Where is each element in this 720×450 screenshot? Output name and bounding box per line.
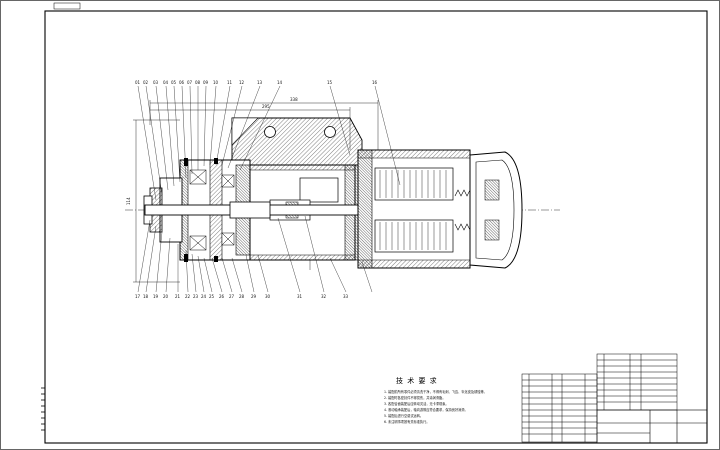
callout-label: 15 — [327, 80, 333, 85]
callout-label: 21 — [175, 294, 181, 299]
callout-label: 07 — [187, 80, 193, 85]
callout-label: 23 — [193, 294, 199, 299]
dim-body-length: 295 — [262, 104, 270, 109]
callout-label: 14 — [277, 80, 283, 85]
leader-lines-top — [137, 85, 401, 201]
leader-lines-bottom — [137, 215, 373, 293]
callout-label: 13 — [257, 80, 263, 85]
technical-note-4: 4. 滚动轴承装配后，轴向游隙应符合要求，保持良好润滑。 — [384, 408, 468, 412]
callout-label: 11 — [227, 80, 233, 85]
callout-label: 32 — [321, 294, 327, 299]
sheet-tab — [53, 2, 81, 10]
mount-housing — [231, 117, 363, 166]
parts-list-lower — [521, 373, 598, 443]
callout-label: 26 — [219, 294, 225, 299]
dim-left-height: 114 — [126, 197, 131, 205]
technical-note-3: 3. 各配合面装配后应转动灵活，无卡滞现象。 — [384, 402, 449, 406]
sheet-inner-frame — [44, 10, 708, 444]
callout-label: 12 — [239, 80, 245, 85]
callout-label: 20 — [163, 294, 169, 299]
callout-label: 33 — [343, 294, 349, 299]
dim-overall-length: 338 — [290, 97, 298, 102]
callout-label: 03 — [153, 80, 159, 85]
callout-label: 17 — [135, 294, 141, 299]
title-block — [596, 409, 708, 444]
callout-label: 27 — [229, 294, 235, 299]
callout-label: 18 — [143, 294, 149, 299]
callout-label: 22 — [185, 294, 191, 299]
callout-label: 09 — [203, 80, 209, 85]
binding-marks — [41, 387, 45, 431]
callout-label: 01 — [135, 80, 141, 85]
technical-note-6: 6. 未注明事项按有关标准执行。 — [384, 420, 430, 424]
callout-label: 10 — [213, 80, 219, 85]
callout-label: 08 — [195, 80, 201, 85]
callout-label: 06 — [179, 80, 185, 85]
callout-label: 29 — [251, 294, 257, 299]
callout-label: 24 — [201, 294, 207, 299]
technical-note-1: 1. 装配前所有零件必须清洗干净，不得有毛刺、飞边、氧化皮及锈蚀等。 — [384, 390, 487, 394]
callout-label: 19 — [153, 294, 159, 299]
callout-label: 05 — [171, 80, 177, 85]
technical-note-2: 2. 装配时各密封件不得损伤，并涂润滑脂。 — [384, 396, 446, 400]
callout-label: 31 — [297, 294, 303, 299]
callout-label: 04 — [163, 80, 169, 85]
technical-notes-title: 技 术 要 求 — [396, 377, 438, 385]
motor-section — [357, 149, 523, 269]
callout-label: 16 — [372, 80, 378, 85]
technical-note-5: 5. 装配后进行空载试运转。 — [384, 414, 424, 418]
callout-label: 28 — [239, 294, 245, 299]
callout-label: 25 — [209, 294, 215, 299]
dimension-lines — [133, 100, 379, 283]
callout-label: 30 — [265, 294, 271, 299]
callout-label: 02 — [143, 80, 149, 85]
